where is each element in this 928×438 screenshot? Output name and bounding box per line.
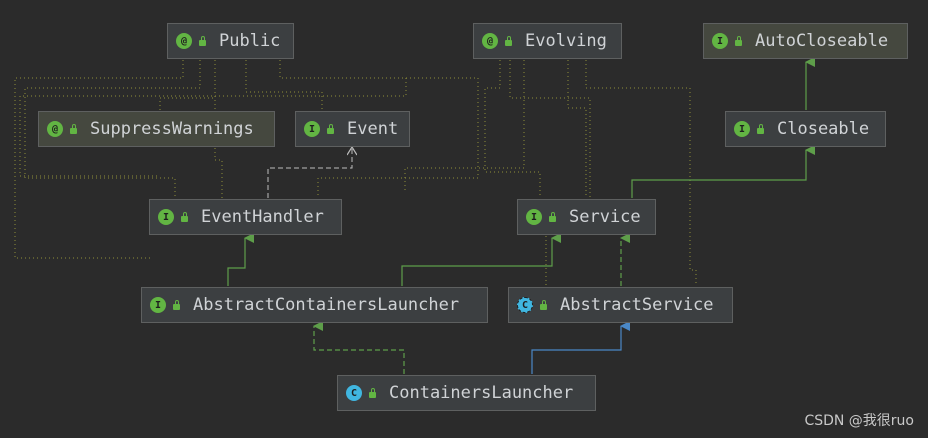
lock-icon: [504, 36, 513, 46]
node-evolving[interactable]: @ Evolving: [473, 23, 622, 59]
node-containerslauncher[interactable]: C ContainersLauncher: [337, 375, 596, 411]
node-label: Service: [569, 207, 641, 227]
node-abstractservice[interactable]: C AbstractService: [508, 287, 733, 323]
abstract-class-icon: C: [517, 297, 533, 313]
interface-icon: I: [712, 33, 728, 49]
node-autocloseable[interactable]: I AutoCloseable: [703, 23, 908, 59]
lock-icon: [756, 124, 765, 134]
lock-icon: [368, 388, 377, 398]
interface-icon: I: [526, 209, 542, 225]
annotation-links: [14, 60, 697, 286]
lock-icon: [734, 36, 743, 46]
node-label: Event: [347, 119, 399, 139]
node-label: AbstractContainersLauncher: [193, 295, 460, 315]
node-suppresswarnings[interactable]: @ SuppressWarnings: [38, 111, 275, 147]
annotation-icon: @: [482, 33, 498, 49]
node-label: AbstractService: [560, 295, 714, 315]
annotation-icon: @: [47, 121, 63, 137]
lock-icon: [539, 300, 548, 310]
interface-icon: I: [734, 121, 750, 137]
lock-icon: [326, 124, 335, 134]
interface-icon: I: [158, 209, 174, 225]
lock-icon: [180, 212, 189, 222]
annotation-icon: @: [176, 33, 192, 49]
edge-service-closeable: [631, 145, 815, 198]
edge-containerslauncher-abstractservice: [531, 321, 630, 374]
node-abstractcontainerslauncher[interactable]: I AbstractContainersLauncher: [141, 287, 488, 323]
node-label: SuppressWarnings: [90, 119, 254, 139]
edge-eventhandler-event: [267, 148, 352, 198]
edge-acl-service: [401, 233, 561, 286]
node-label: AutoCloseable: [755, 31, 889, 51]
node-label: EventHandler: [201, 207, 324, 227]
interface-icon: I: [304, 121, 320, 137]
node-eventhandler[interactable]: I EventHandler: [149, 199, 342, 235]
lock-icon: [69, 124, 78, 134]
node-closeable[interactable]: I Closeable: [725, 111, 886, 147]
lock-icon: [172, 300, 181, 310]
edge-containerslauncher-acl: [313, 321, 405, 374]
node-label: ContainersLauncher: [389, 383, 574, 403]
interface-icon: I: [150, 297, 166, 313]
lock-icon: [198, 36, 207, 46]
node-label: Public: [219, 31, 281, 51]
node-label: Evolving: [525, 31, 607, 51]
edge-acl-eventhandler: [227, 233, 254, 286]
class-icon: C: [346, 385, 362, 401]
node-service[interactable]: I Service: [517, 199, 656, 235]
lock-icon: [548, 212, 557, 222]
node-public[interactable]: @ Public: [167, 23, 294, 59]
watermark: CSDN @我很ruo: [804, 413, 914, 429]
node-event[interactable]: I Event: [295, 111, 410, 147]
node-label: Closeable: [777, 119, 870, 139]
